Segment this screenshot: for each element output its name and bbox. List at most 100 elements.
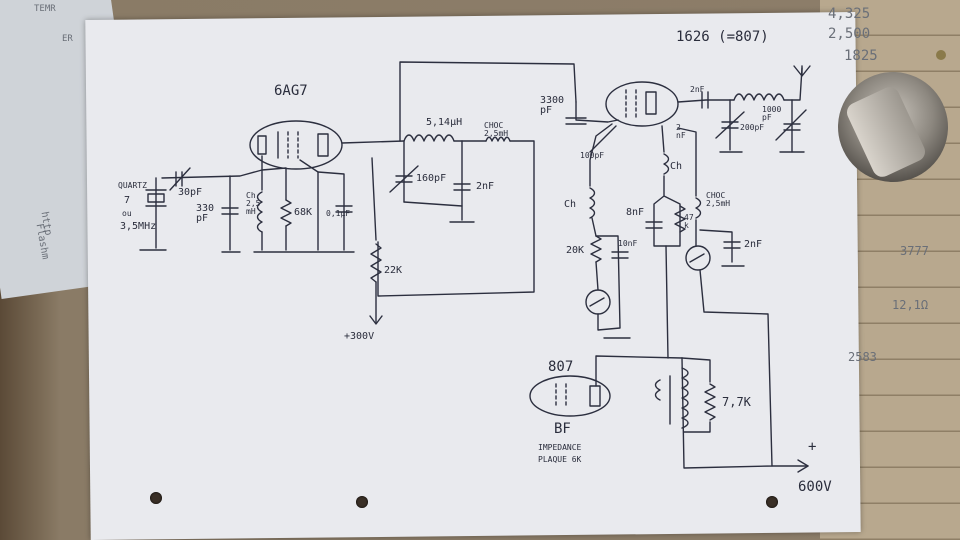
label-47k: 47 k: [684, 213, 694, 230]
label-20k: 20K: [566, 245, 585, 256]
wire-01uf: [317, 171, 345, 251]
resistor-20k: [590, 235, 602, 263]
choke-right: [695, 197, 702, 219]
quartz-freq-1: 7: [124, 195, 131, 206]
wire-grid-line: [161, 155, 263, 179]
choke-top: [485, 136, 511, 142]
meter-right-needle: [689, 253, 705, 263]
edge-text-top2: ER: [62, 34, 73, 44]
resistor-68k: [280, 199, 292, 227]
wire-screen: [299, 159, 319, 251]
cap-200-var: [715, 111, 745, 139]
quartz-label: QUARTZ: [118, 181, 147, 190]
cap-160-var: [389, 165, 419, 193]
tube-6ag7-label: 6AG7: [274, 83, 308, 99]
cap-30-var: [169, 167, 191, 191]
wire-plate-supply: [681, 269, 773, 469]
wire-2nf-right: [699, 229, 733, 263]
meter-right-icon: [685, 245, 711, 271]
tube-6ag7-cathode: [257, 135, 267, 155]
pencil-note-4: 3777: [900, 244, 929, 258]
bf-note: IMPEDANCE PLAQUE 6K: [538, 443, 582, 464]
wire-choc-loop: [377, 140, 535, 297]
label-300v: +300V: [344, 331, 375, 342]
cap-1000-var: [775, 109, 807, 141]
screw: [936, 50, 946, 60]
pi-inductor: [733, 93, 785, 101]
wire-top-rail: [399, 61, 577, 142]
diagram-title: 1626 (=807): [676, 29, 769, 45]
transformer-primary: [654, 379, 661, 401]
label-10nf: 10nF: [618, 239, 638, 248]
wire-cath-rc: [653, 175, 681, 247]
label-01uf: 0,1µF: [326, 209, 351, 218]
label-3300pf: 3300 pF: [540, 95, 565, 116]
label-2nf-grid: 2 nF: [676, 123, 686, 140]
label-ch-mid: Ch: [670, 161, 683, 172]
quartz-freq-3: 3,5MHz: [120, 221, 157, 232]
tube-6ag7: [249, 120, 343, 170]
pencil-note-5: 12,1Ω: [892, 298, 929, 312]
label-600v: 600V: [798, 479, 832, 495]
tube-807-plate: [645, 91, 657, 115]
wire-22k: [371, 157, 377, 241]
wire-77k-down: [683, 421, 711, 433]
choke-left: [256, 191, 263, 233]
arrow-600v: [797, 459, 809, 473]
resistor-22k: [370, 243, 382, 283]
wire-mod-plate: [595, 355, 683, 387]
wire-cath-down: [665, 245, 669, 359]
label-514uh: 5,14µH: [426, 117, 463, 128]
wire-20k: [591, 217, 597, 237]
label-2nf-top: 2nF: [690, 85, 705, 94]
choke-grid: [589, 187, 596, 219]
bf-label: BF: [554, 421, 571, 437]
wire-3300: [575, 101, 619, 123]
arrow-300v: [369, 315, 383, 325]
crystal: [147, 193, 165, 203]
label-200pf: 200pF: [740, 123, 765, 132]
label-2nf-right: 2nF: [744, 239, 763, 250]
meter-left-needle: [589, 297, 605, 307]
wire-807-grid: [589, 123, 613, 187]
wire-807-plate-choke: [677, 127, 697, 197]
punch-hole-right: [766, 496, 778, 508]
cap-100-var: [589, 125, 617, 153]
label-ch-grid: Ch: [564, 199, 577, 210]
label-68k: 68K: [294, 207, 313, 218]
punch-hole-mid: [356, 496, 368, 508]
transformer-secondary: [681, 367, 689, 429]
wire-meter-left: [595, 261, 599, 291]
tube-807-modulator: [529, 375, 611, 417]
label-22k: 22K: [384, 265, 403, 276]
label-330pf: 330 pF: [196, 203, 215, 224]
quartz-freq-2: ou: [122, 209, 132, 218]
label-choc-top: CHOC 2,5mH: [484, 121, 509, 138]
label-plus: +: [808, 439, 817, 455]
wire-807-out: [677, 99, 735, 103]
pencil-note-2: 2,500: [828, 26, 871, 42]
label-2nf-mid: 2nF: [476, 181, 495, 192]
tube-807: [605, 81, 679, 127]
wire-807-cath: [661, 125, 665, 153]
choke-cath: [663, 153, 670, 175]
resistor-77k: [704, 383, 716, 421]
label-8nf: 8nF: [626, 207, 645, 218]
wire-antenna: [783, 67, 803, 101]
wire-tank-bottom: [403, 201, 463, 207]
inductor-514: [403, 134, 455, 142]
punch-hole-left: [150, 492, 162, 504]
label-100pf: 100pF: [580, 151, 605, 160]
pencil-note-1: 4,325: [828, 6, 871, 22]
label-160pf: 160pF: [416, 173, 447, 184]
label-30pf: 30pF: [178, 187, 203, 198]
resistor-47k: [674, 205, 686, 233]
label-77k: 7,7K: [722, 395, 751, 409]
tube-6ag7-plate: [317, 133, 329, 157]
wire-plate: [341, 140, 405, 144]
antenna-icon: [793, 65, 811, 77]
edge-text-top: TEMR: [34, 4, 56, 14]
tube-mod-plate: [589, 385, 601, 407]
label-ch-left: Ch 2,5 mH: [246, 191, 261, 216]
